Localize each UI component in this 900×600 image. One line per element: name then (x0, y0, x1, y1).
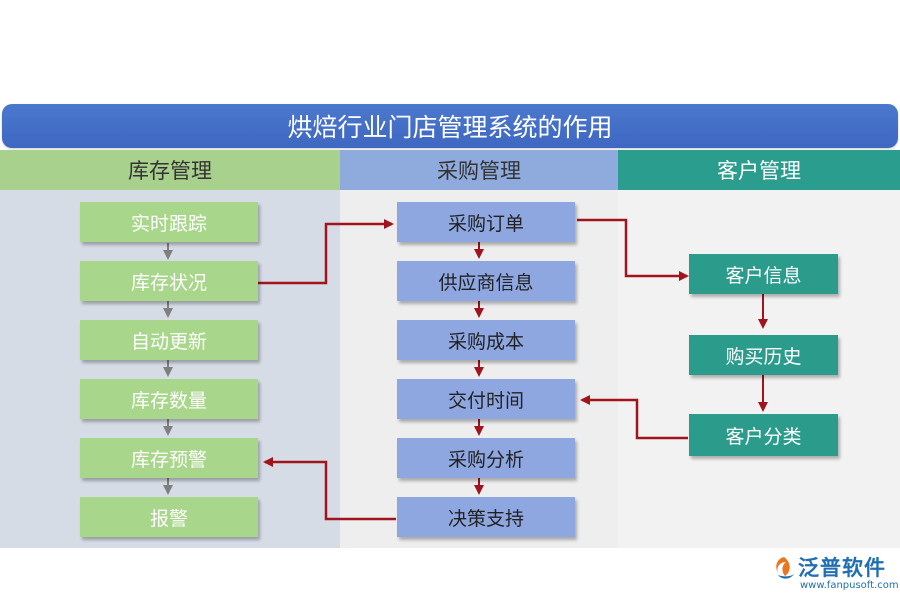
column-header-customer: 客户管理 (618, 150, 900, 190)
connector-decision-support-to-stock-alert (263, 457, 396, 521)
purchase-item-decision-support: 决策支持 (397, 497, 575, 537)
diagram-title: 烘焙行业门店管理系统的作用 (2, 104, 898, 148)
connector-stock-status-to-purchase-order (256, 219, 394, 285)
connector-purchase-order-to-customer-info (577, 218, 689, 281)
purchase-item-delivery-time: 交付时间 (397, 379, 575, 419)
logo-mark-icon (776, 557, 794, 579)
purchase-item-purchase-analysis: 采购分析 (397, 438, 575, 478)
customer-item-purchase-history: 购买历史 (689, 335, 838, 375)
inventory-item-stock-alert: 库存预警 (80, 438, 258, 478)
inventory-item-stock-status: 库存状况 (80, 261, 258, 301)
brand-logo: 泛普软件 www.fanpusoft.com (770, 552, 899, 598)
inventory-item-auto-update: 自动更新 (80, 320, 258, 360)
connector-customer-category-to-delivery-time (580, 395, 688, 440)
customer-item-customer-category: 客户分类 (689, 414, 838, 456)
inventory-item-alarm: 报警 (80, 497, 258, 537)
logo-name: 泛普软件 (798, 556, 886, 580)
purchase-item-purchase-cost: 采购成本 (397, 320, 575, 360)
inventory-item-realtime-tracking: 实时跟踪 (80, 202, 258, 242)
column-header-purchase: 采购管理 (340, 150, 618, 190)
purchase-item-purchase-order: 采购订单 (397, 202, 575, 242)
customer-item-customer-info: 客户信息 (689, 254, 838, 294)
logo-url: www.fanpusoft.com (800, 580, 899, 591)
purchase-item-supplier-info: 供应商信息 (397, 261, 575, 301)
column-header-inventory: 库存管理 (0, 150, 340, 190)
inventory-item-stock-quantity: 库存数量 (80, 379, 258, 419)
